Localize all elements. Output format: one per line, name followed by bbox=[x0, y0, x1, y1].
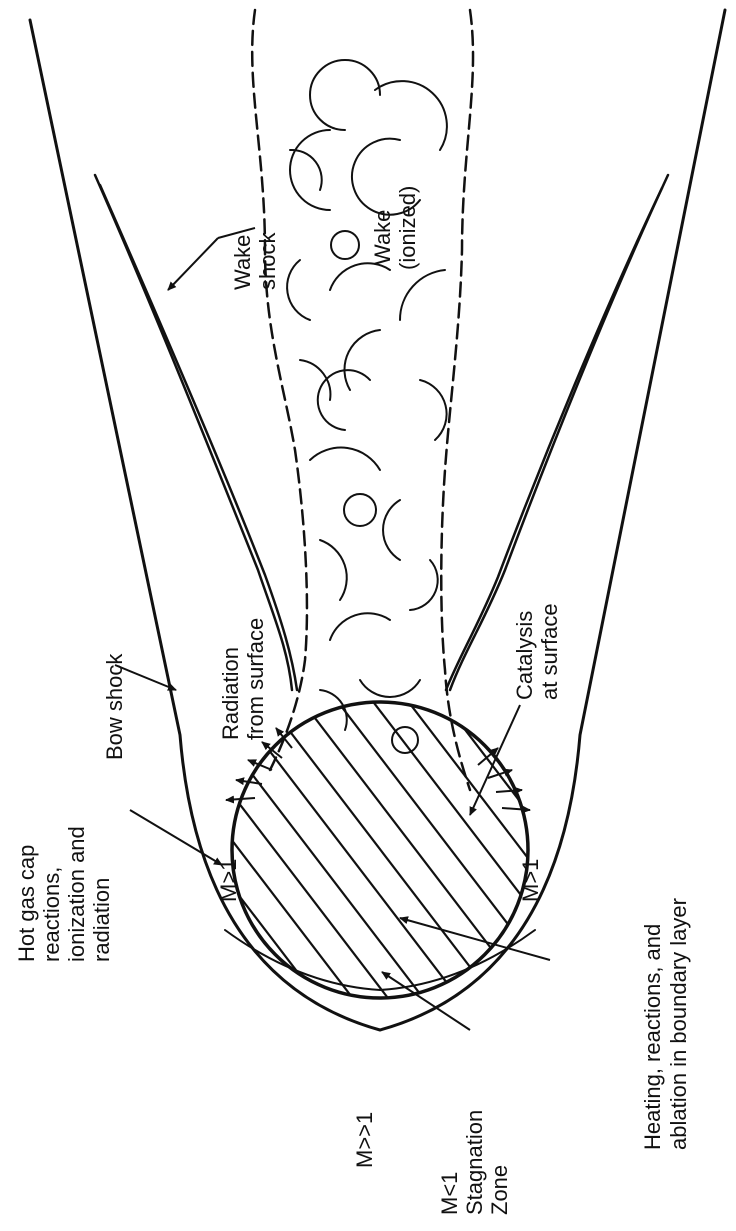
label-radiation-2: from surface bbox=[243, 618, 268, 740]
label-heating-1: Heating, reactions, and bbox=[640, 924, 665, 1150]
label-catalysis-1: Catalysis bbox=[512, 611, 537, 700]
label-stagnation-2: Stagnation bbox=[462, 1110, 487, 1215]
label-hot-gas-4: radiation bbox=[89, 878, 114, 962]
label-wake-shock-2: shock bbox=[255, 232, 280, 290]
label-stagnation-3: Zone bbox=[487, 1165, 512, 1215]
label-mach-right: M>1 bbox=[518, 859, 543, 902]
heating-pointer bbox=[400, 918, 550, 960]
bow-shock-line bbox=[30, 10, 725, 1030]
hot-gas-pointer bbox=[130, 810, 222, 865]
label-hot-gas-1: Hot gas cap bbox=[14, 845, 39, 962]
label-hot-gas-2: reactions, bbox=[39, 867, 64, 962]
label-bow-shock: Bow shock bbox=[102, 653, 127, 760]
label-stagnation-1: M<1 bbox=[437, 1172, 462, 1215]
stagnation-pointer bbox=[382, 972, 470, 1030]
label-wake-ionized-2: (ionized) bbox=[395, 186, 420, 270]
label-mach-left: M>1 bbox=[216, 859, 241, 902]
label-radiation-1: Radiation bbox=[218, 647, 243, 740]
label-catalysis-2: at surface bbox=[537, 603, 562, 700]
radiation-arrows bbox=[226, 728, 530, 810]
label-mach-free: M>>1 bbox=[352, 1112, 377, 1168]
label-hot-gas-3: ionization and bbox=[64, 826, 89, 962]
wake-shock-pointer bbox=[168, 238, 218, 290]
label-heating-2: ablation in boundary layer bbox=[666, 898, 691, 1150]
wake-eddies bbox=[287, 60, 447, 753]
reentry-body bbox=[80, 500, 620, 1120]
catalysis-pointer bbox=[470, 705, 520, 815]
label-wake-shock-1: Wake bbox=[230, 235, 255, 290]
label-wake-ionized-1: Wake bbox=[370, 210, 395, 265]
